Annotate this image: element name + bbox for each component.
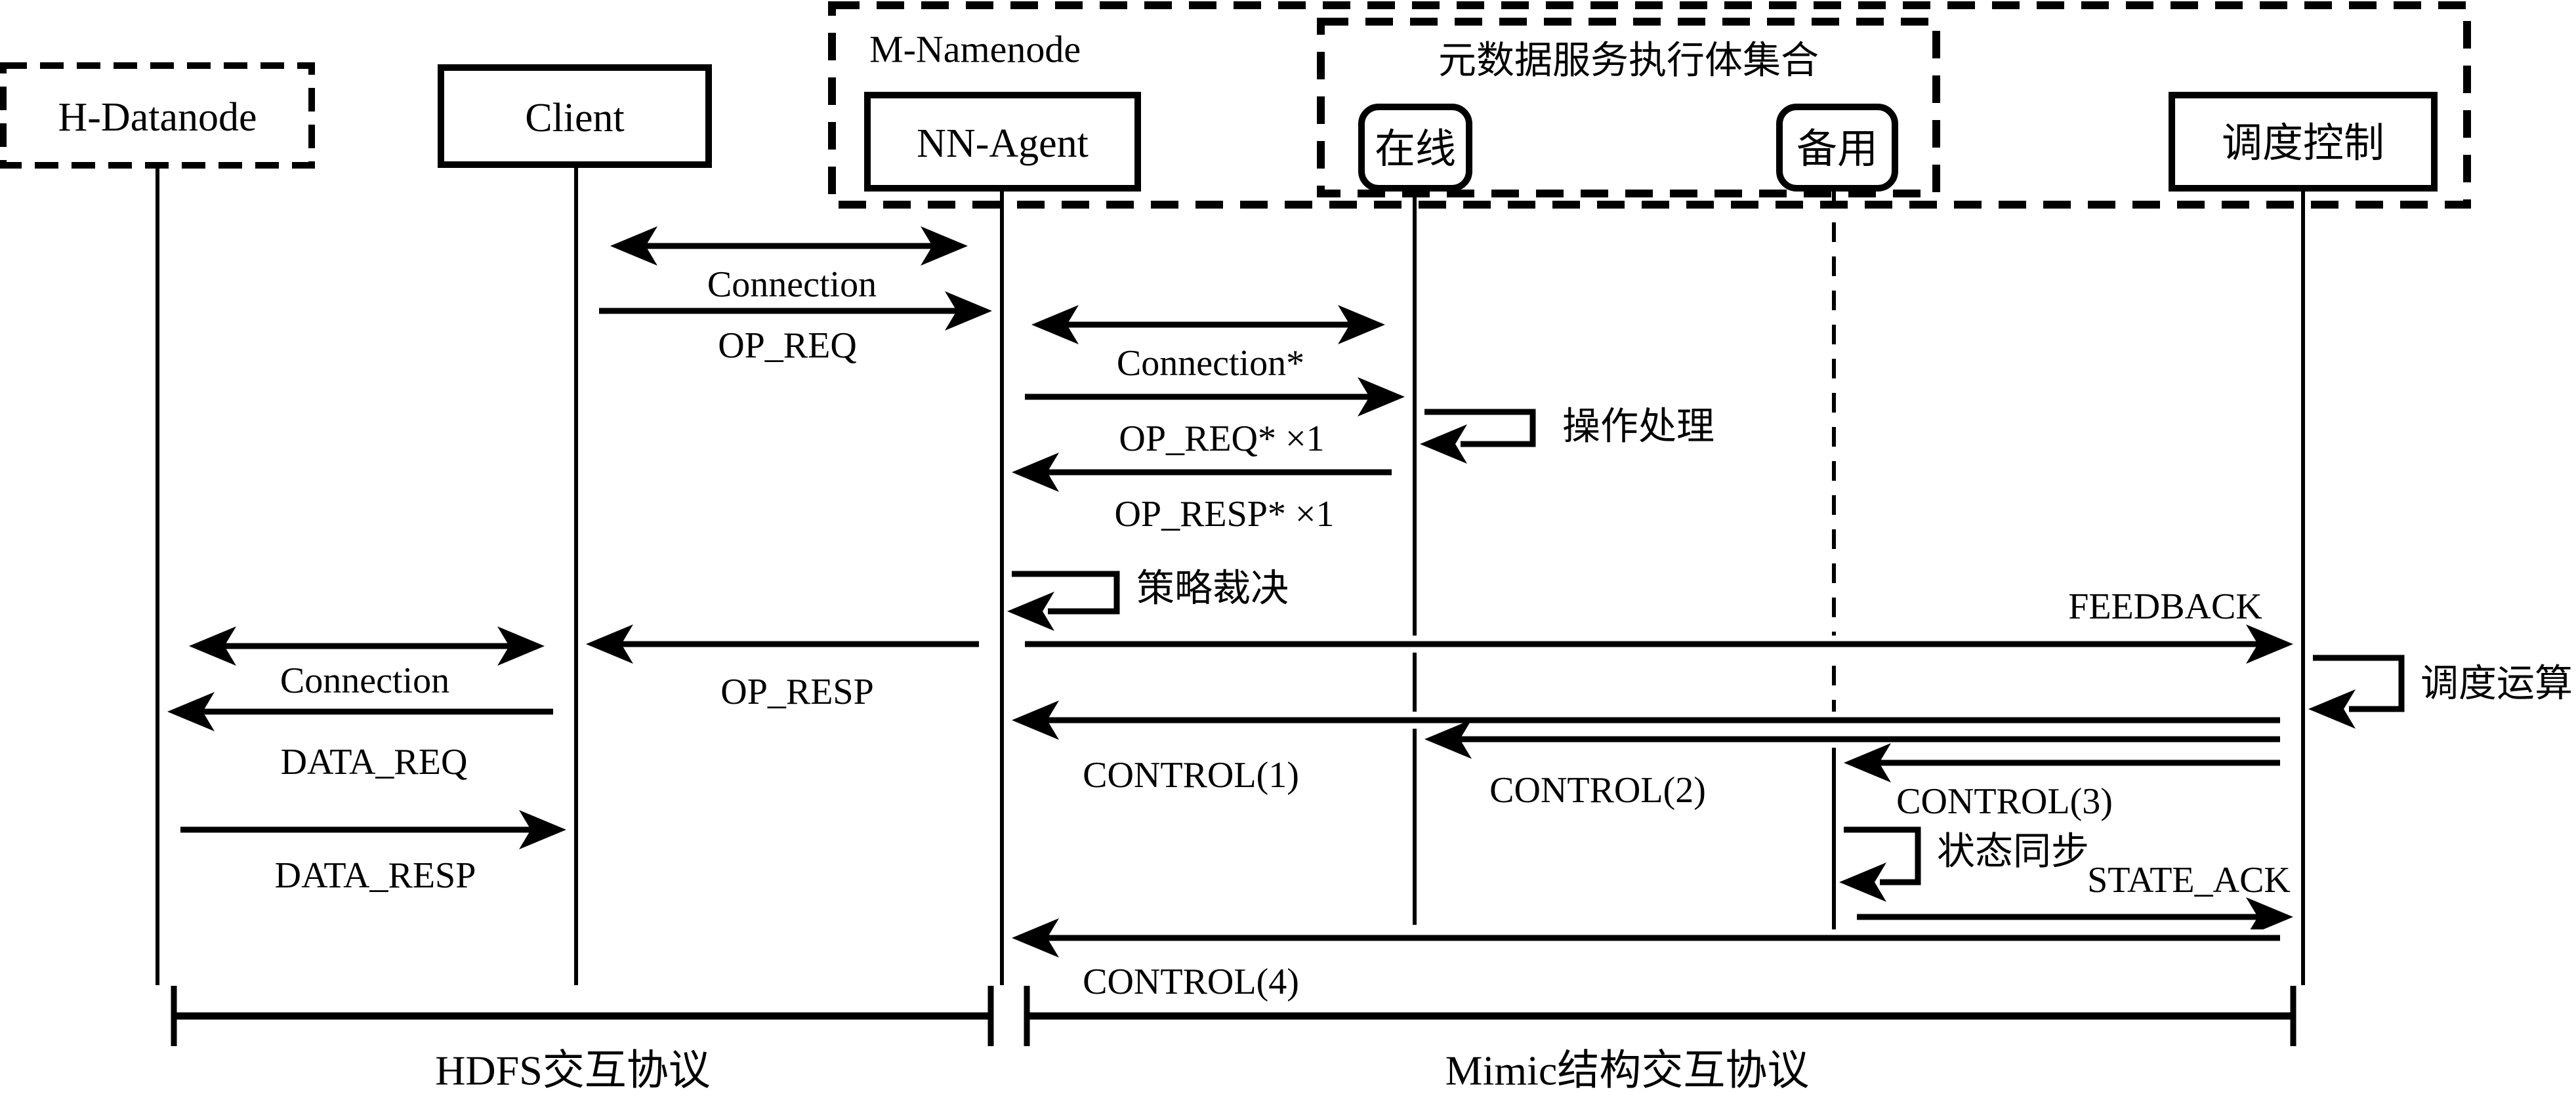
h-datanode-label: H-Datanode	[58, 95, 257, 140]
feedback-label: FEEDBACK	[2068, 586, 2262, 627]
state-sync-label: 状态同步	[1937, 830, 2089, 873]
message-control-1: CONTROL(1)	[1012, 700, 2280, 796]
message-state-ack: STATE_ACK	[1857, 860, 2293, 937]
self-loop-dispatch-computation: 调度运算	[2308, 655, 2573, 729]
state-sync-arrowhead	[1839, 863, 1886, 902]
actor-online-executor: 在线	[1358, 104, 1472, 925]
operation-processing-label: 操作处理	[1562, 405, 1714, 448]
policy-adjudication-arrowhead	[1007, 592, 1054, 631]
dispatch-computation-arrowhead	[2308, 689, 2356, 729]
bracket-hdfs-protocol: HDFS交互协议	[171, 986, 994, 1094]
connection-agent-online-label: Connection*	[1117, 343, 1304, 384]
data-req-label: DATA_REQ	[281, 742, 468, 782]
state-ack-arrowhead	[2246, 897, 2293, 937]
actor-h-datanode: H-Datanode	[0, 62, 315, 985]
state-sync-loop-line	[1844, 826, 1921, 885]
message-feedback: FEEDBACK	[1025, 586, 2293, 664]
connection-client-agent-arrowhead-left	[610, 226, 657, 266]
message-connection-agent-online: Connection*	[1031, 305, 1385, 384]
op-req-star-arrowhead	[1358, 377, 1405, 416]
actor-standby-executor: 备用	[1776, 104, 1898, 935]
op-resp-arrowhead	[586, 624, 633, 664]
policy-adjudication-label: 策略裁决	[1136, 567, 1289, 610]
control-1-label: CONTROL(1)	[1083, 755, 1299, 796]
m-namenode-title: M-Namenode	[869, 28, 1081, 71]
container-m-namenode: M-Namenode	[828, 1, 2471, 209]
self-loop-policy-adjudication: 策略裁决	[1007, 567, 1289, 631]
self-loop-operation-processing: 操作处理	[1420, 405, 1714, 464]
op-req-arrowhead	[945, 291, 992, 331]
control-3-arrowhead	[1844, 743, 1891, 782]
message-data-resp: DATA_RESP	[180, 810, 566, 896]
connection-agent-online-arrowhead-left	[1031, 305, 1079, 344]
control-2-label: CONTROL(2)	[1489, 770, 1706, 811]
connection-datanode-client-arrowhead-left	[189, 626, 236, 666]
connection-datanode-client-label: Connection	[280, 660, 449, 701]
dispatch-control-box	[2169, 92, 2438, 192]
control-4-label: CONTROL(4)	[1083, 962, 1299, 1002]
operation-processing-arrowhead	[1420, 424, 1467, 464]
op-resp-label: OP_RESP	[720, 672, 873, 712]
metadata-executor-set-frame	[1317, 18, 1940, 197]
op-req-label: OP_REQ	[718, 325, 857, 366]
control-2-arrowhead	[1424, 720, 1472, 759]
metadata-executor-set-title: 元数据服务执行体集合	[1438, 39, 1819, 82]
connection-datanode-client-arrowhead-right	[497, 626, 545, 666]
online-executor-label: 在线	[1375, 127, 1456, 172]
connection-agent-online-arrowhead-right	[1338, 305, 1385, 344]
message-control-2: CONTROL(2)	[1424, 720, 2280, 811]
actor-dispatch-control: 调度控制	[2169, 92, 2438, 985]
op-req-star-label: OP_REQ* ×1	[1119, 418, 1324, 459]
message-op-req-star: OP_REQ* ×1	[1025, 377, 1405, 459]
op-resp-star-arrowhead	[1012, 453, 1059, 492]
data-resp-label: DATA_RESP	[275, 855, 476, 896]
operation-processing-loop-line	[1424, 409, 1536, 447]
connection-client-agent-label: Connection	[707, 264, 877, 305]
message-control-4: CONTROL(4)	[1012, 918, 2280, 1002]
control-1-arrowhead	[1012, 700, 1059, 740]
standby-executor-box	[1776, 104, 1898, 192]
connection-client-agent-arrowhead-right	[921, 226, 968, 266]
actor-nn-agent: NN-Agent	[864, 92, 1141, 985]
message-op-resp-star: OP_RESP* ×1	[1012, 453, 1392, 535]
feedback-arrowhead	[2246, 624, 2293, 664]
dispatch-computation-label: 调度运算	[2420, 662, 2573, 705]
state-ack-label: STATE_ACK	[2087, 860, 2291, 901]
message-op-resp: OP_RESP	[586, 624, 979, 712]
control-3-label: CONTROL(3)	[1896, 781, 2113, 822]
message-data-req: DATA_REQ	[167, 692, 553, 782]
actor-client: Client	[438, 64, 712, 985]
container-metadata-executor-set: 元数据服务执行体集合	[1317, 18, 1940, 197]
control-4-arrowhead	[1012, 918, 1059, 958]
data-req-arrowhead	[167, 692, 215, 731]
client-label: Client	[525, 96, 625, 140]
bracket-mimic-protocol: Mimic结构交互协议	[1024, 986, 2296, 1094]
hdfs-protocol-label: HDFS交互协议	[435, 1047, 711, 1094]
self-loop-state-sync: 状态同步	[1839, 826, 2089, 902]
mimic-protocol-label: Mimic结构交互协议	[1445, 1047, 1810, 1094]
policy-adjudication-loop-line	[1012, 571, 1120, 615]
data-resp-arrowhead	[519, 810, 566, 849]
message-connection-datanode-client: Connection	[189, 626, 545, 701]
message-control-3: CONTROL(3)	[1844, 743, 2280, 822]
message-connection-client-agent: Connection	[610, 226, 968, 305]
dispatch-computation-loop-line	[2313, 655, 2405, 712]
op-resp-star-label: OP_RESP* ×1	[1114, 494, 1334, 535]
standby-executor-label: 备用	[1797, 127, 1878, 172]
m-namenode-frame	[828, 1, 2471, 209]
message-op-req: OP_REQ	[599, 291, 992, 366]
dispatch-control-label: 调度控制	[2222, 121, 2384, 166]
nn-agent-label: NN-Agent	[917, 121, 1089, 166]
